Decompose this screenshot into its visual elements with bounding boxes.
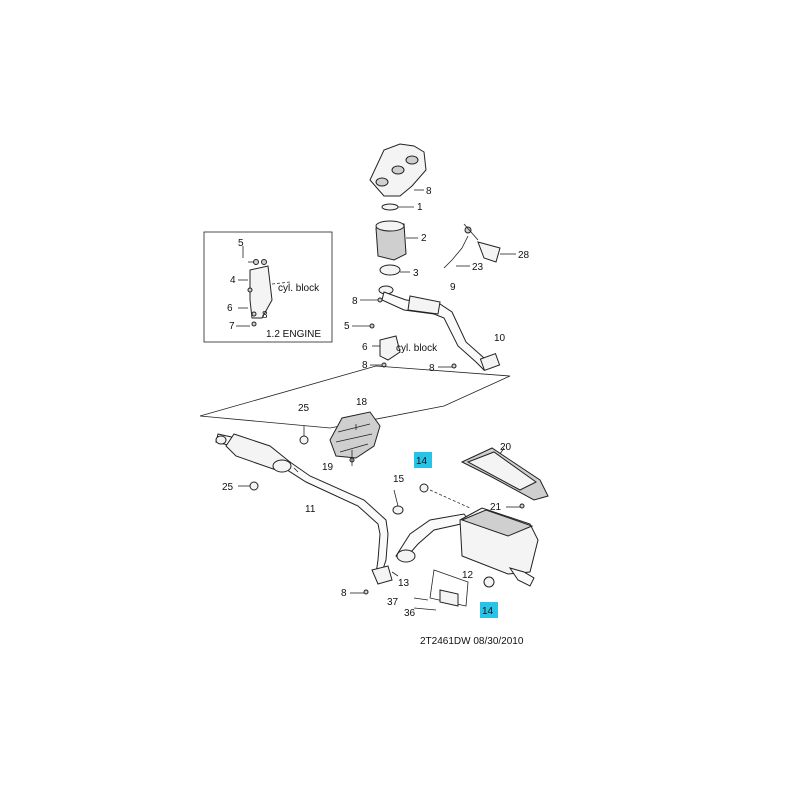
callout-2: 2 [421,233,427,244]
callout-14-highlight [414,452,432,468]
callout-10: 10 [494,333,506,344]
catalytic-converter [375,220,418,295]
callout-8: 8 [341,588,347,599]
callout-23: 23 [472,262,484,273]
inset-1-2-engine: 5 4 6 7 8 cyl. block 1.2 ENGINE [203,231,333,343]
drawing-code: 2T2461DW 08/30/2010 [420,636,524,647]
callout-8: 8 [352,296,358,307]
callout-21: 21 [490,502,502,513]
callout-19: 19 [322,462,334,473]
callout-14: 14 [416,456,428,467]
callout-6: 6 [362,342,368,353]
cylinder-block-bracket [352,297,457,369]
inset-label-8: 8 [262,310,268,321]
callout-5: 5 [344,321,350,332]
callout-20: 20 [500,442,512,453]
callout-25: 25 [298,403,310,414]
inset-label-5: 5 [238,238,244,249]
heat-shield-18 [329,411,381,466]
callout-37: 37 [387,597,399,608]
callout-11: 11 [305,504,316,515]
front-pipe [381,291,501,372]
inset-label-7: 7 [229,321,235,332]
callout-12: 12 [462,570,474,581]
callout-8: 8 [429,363,435,374]
callout-8: 8 [362,360,368,371]
callout-8: 8 [426,186,432,197]
callout-9: 9 [450,282,456,293]
callout-14-highlight [480,602,498,618]
rear-heat-shield-20 [460,447,549,509]
callout-25: 25 [222,482,234,493]
oxygen-sensor-and-bracket [443,223,516,269]
callout-18: 18 [356,397,368,408]
cyl-block-label: cyl. block [396,343,438,354]
rear-muffler [350,483,539,611]
callout-labels: 8 1 2 3 8 5 6 8 8 cyl. block 9 10 23 28 … [222,186,530,647]
callout-36: 36 [404,608,416,619]
inset-engine-label: 1.2 ENGINE [266,329,321,340]
callout-14: 14 [482,606,494,617]
callout-28: 28 [518,250,530,261]
callout-15: 15 [393,474,405,485]
inset-label-6: 6 [227,303,233,314]
inset-label-4: 4 [230,275,236,286]
callout-13: 13 [398,578,410,589]
exhaust-manifold [369,143,427,211]
center-muffler-pipe [215,426,393,585]
callout-3: 3 [413,268,419,279]
inset-cyl-block-label: cyl. block [278,283,320,294]
callout-1: 1 [417,202,423,213]
